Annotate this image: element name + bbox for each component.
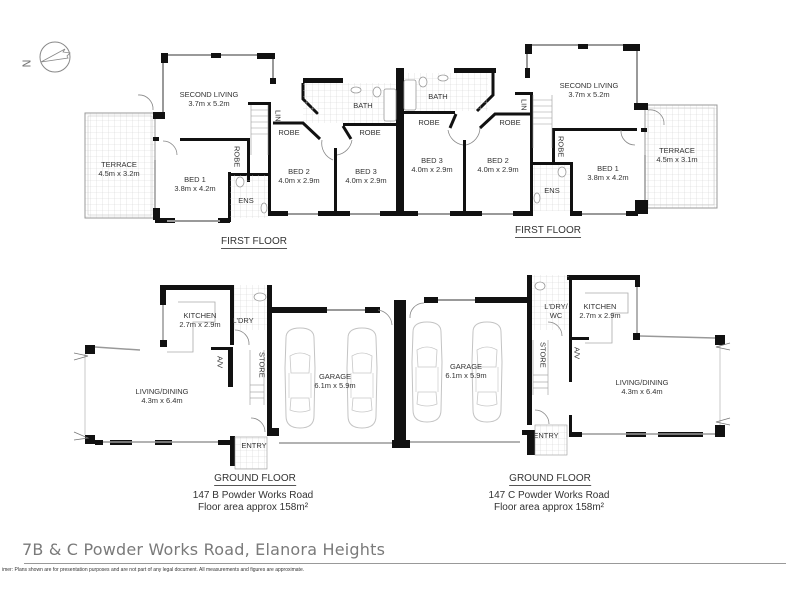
room-av-b: A/V: [215, 356, 225, 369]
room-size: 6.1m x 5.9m: [445, 371, 487, 380]
room-robe-b-2: ROBE: [359, 128, 381, 137]
room-ens-c: ENS: [544, 186, 560, 195]
address-c: 147 C Powder Works Road: [488, 490, 610, 501]
room-size: 4.0m x 2.9m: [345, 176, 387, 185]
room-name: LIVING/DINING: [135, 387, 189, 396]
room-robe-c-2: ROBE: [499, 118, 521, 127]
first-floor-b-title: FIRST FLOOR: [221, 236, 287, 249]
room-size: 4.3m x 6.4m: [621, 387, 663, 396]
room-lin-b: LIN: [273, 110, 283, 122]
room-size: 3.7m x 5.2m: [188, 99, 230, 108]
ground-floor-c-title: GROUND FLOOR: [509, 473, 591, 486]
room-name: BED 2: [288, 167, 310, 176]
room-laundry-wc-c: L'DRY/ WC: [544, 302, 567, 320]
room-garage-c: GARAGE 6.1m x 5.9m: [445, 362, 486, 380]
room-laundry-b: L'DRY: [232, 316, 254, 325]
room-size: 4.0m x 2.9m: [477, 165, 519, 174]
first-floor-b: [84, 53, 400, 223]
room-store-c: STORE: [538, 342, 548, 368]
room-entry-b: ENTRY: [241, 441, 267, 450]
room-second-living-c: SECOND LIVING 3.7m x 5.2m: [560, 81, 619, 99]
room-size: 4.0m x 2.9m: [411, 165, 453, 174]
floor-area-c: Floor area approx 158m²: [493, 502, 605, 513]
room-name: LIVING/DINING: [615, 378, 669, 387]
room-av-c: A/V: [572, 347, 582, 360]
ground-floor-c: [400, 275, 731, 456]
room-entry-c: ENTRY: [533, 431, 559, 440]
room-ens-b: ENS: [238, 196, 254, 205]
room-living-dining-b: LIVING/DINING 4.3m x 6.4m: [136, 387, 189, 405]
disclaimer-text: imer: Plans shown are for presentation p…: [2, 567, 305, 573]
room-size: 3.7m x 5.2m: [568, 90, 610, 99]
room-name: BED 2: [487, 156, 509, 165]
room-robe-b-3: ROBE: [232, 146, 242, 168]
room-size: 4.5m x 3.1m: [656, 155, 698, 164]
room-garage-b: GARAGE 6.1m x 5.9m: [314, 372, 355, 390]
room-kitchen-b: KITCHEN 2.7m x 2.9m: [179, 311, 220, 329]
room-robe-c-1: ROBE: [418, 118, 440, 127]
room-size: 2.7m x 2.9m: [579, 311, 621, 320]
room-name: BED 3: [355, 167, 377, 176]
room-robe-c-3: ROBE: [556, 136, 566, 158]
room-size: 4.5m x 3.2m: [98, 169, 140, 178]
room-name: BED 1: [184, 175, 206, 184]
room-size: 3.8m x 4.2m: [174, 184, 216, 193]
room-name: BED 1: [597, 164, 619, 173]
room-robe-b-1: ROBE: [278, 128, 300, 137]
room-bed1-c: BED 1 3.8m x 4.2m: [587, 164, 628, 182]
room-bed2-b: BED 2 4.0m x 2.9m: [278, 167, 319, 185]
room-size: 4.0m x 2.9m: [278, 176, 320, 185]
room-name: KITCHEN: [183, 311, 217, 320]
room-bed2-c: BED 2 4.0m x 2.9m: [477, 156, 518, 174]
room-size: 4.3m x 6.4m: [141, 396, 183, 405]
ground-floor-b: [73, 285, 404, 470]
compass-icon: [39, 41, 71, 73]
first-floor-c-title: FIRST FLOOR: [515, 225, 581, 238]
room-name: GARAGE: [449, 362, 483, 371]
room-name: SECOND LIVING: [179, 90, 239, 99]
room-name-2: WC: [549, 311, 563, 320]
room-name: SECOND LIVING: [559, 81, 619, 90]
room-terrace-b: TERRACE 4.5m x 3.2m: [98, 160, 139, 178]
room-name: TERRACE: [101, 160, 137, 169]
room-second-living-b: SECOND LIVING 3.7m x 5.2m: [180, 90, 239, 108]
room-bed3-c: BED 3 4.0m x 2.9m: [411, 156, 452, 174]
floor-area-b: Floor area approx 158m²: [197, 502, 309, 513]
first-floor-c: [400, 44, 718, 216]
address-b: 147 B Powder Works Road: [192, 490, 314, 501]
address-block-c: 147 C Powder Works Road Floor area appro…: [489, 490, 610, 514]
room-size: 2.7m x 2.9m: [179, 320, 221, 329]
room-living-dining-c: LIVING/DINING 4.3m x 6.4m: [616, 378, 669, 396]
footer-divider: [24, 563, 786, 564]
room-bed3-b: BED 3 4.0m x 2.9m: [345, 167, 386, 185]
room-bath-c: BATH: [428, 92, 448, 101]
room-name: TERRACE: [659, 146, 695, 155]
room-bath-b: BATH: [353, 101, 373, 110]
room-lin-c: LIN: [519, 99, 529, 111]
ground-floor-b-title: GROUND FLOOR: [214, 473, 296, 486]
room-name: KITCHEN: [583, 302, 617, 311]
room-size: 6.1m x 5.9m: [314, 381, 356, 390]
room-bed1-b: BED 1 3.8m x 4.2m: [174, 175, 215, 193]
room-store-b: STORE: [257, 352, 267, 378]
room-name: L'DRY/: [544, 302, 568, 311]
room-name: BED 3: [421, 156, 443, 165]
room-size: 3.8m x 4.2m: [587, 173, 629, 182]
property-title: 7B & C Powder Works Road, Elanora Height…: [22, 540, 386, 559]
compass-north-label: N: [20, 59, 34, 68]
address-block-b: 147 B Powder Works Road Floor area appro…: [193, 490, 313, 514]
room-kitchen-c: KITCHEN 2.7m x 2.9m: [579, 302, 620, 320]
room-terrace-c: TERRACE 4.5m x 3.1m: [656, 146, 697, 164]
room-name: GARAGE: [318, 372, 352, 381]
